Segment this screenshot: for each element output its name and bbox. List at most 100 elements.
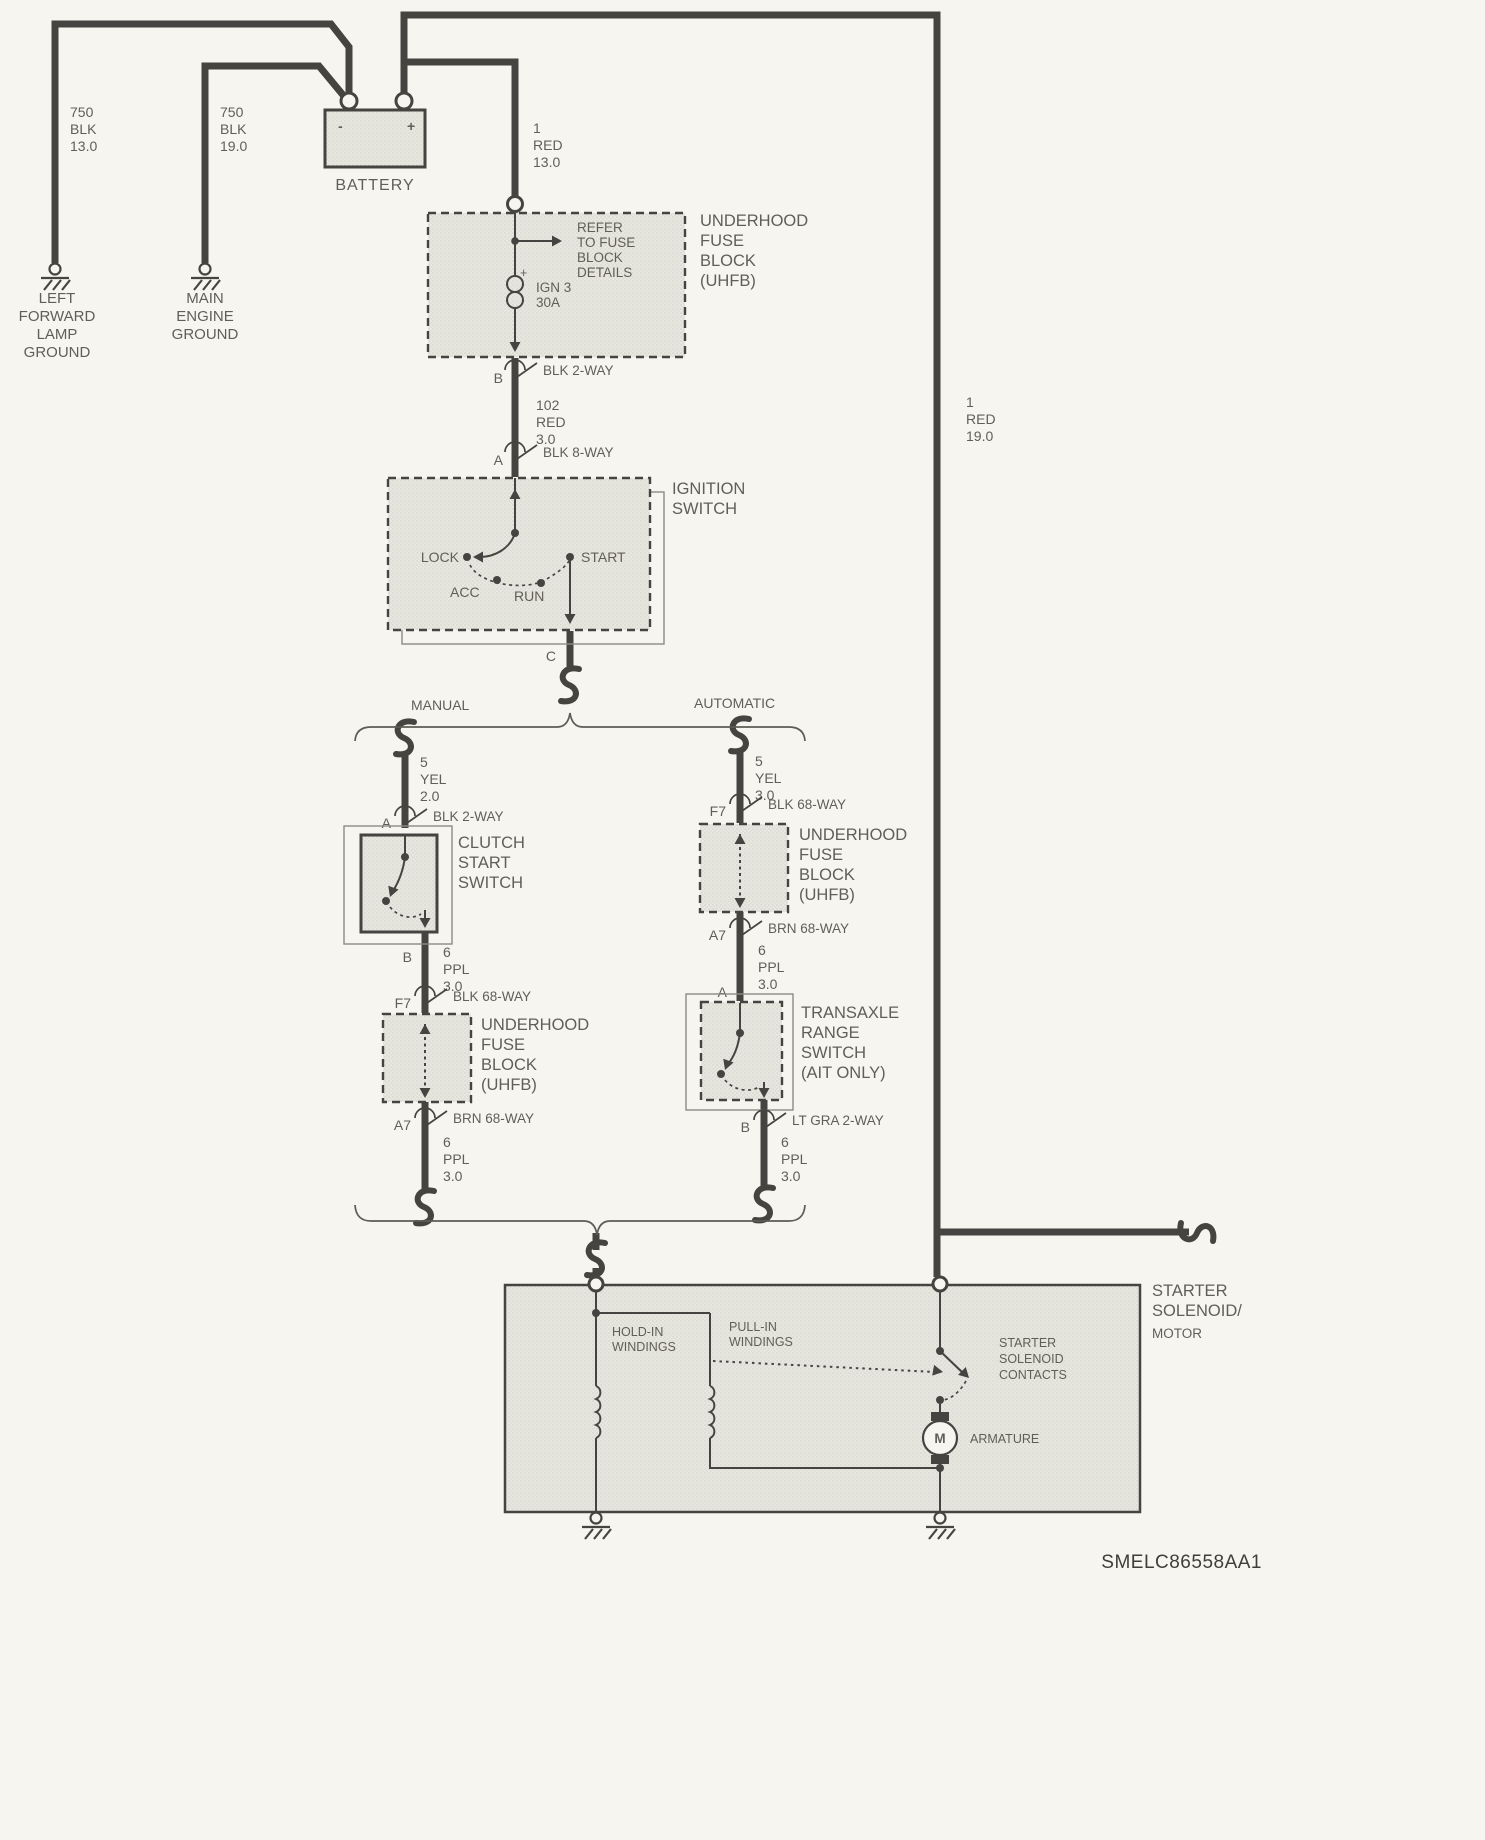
run-label: RUN [514,588,544,604]
clutch-lower-contact [382,897,390,905]
ignition-detent-arc [469,560,570,587]
connector-tick [741,920,763,936]
connector-label: BLK 68-WAY [453,989,531,1004]
connector-arc [394,805,416,817]
battery-negative-terminal [339,91,359,111]
transaxle-switch-frame [685,993,794,1111]
connector-tick [406,808,428,824]
connector-pin: B [494,370,503,386]
connector-tick [426,988,448,1004]
contacts-throw-arc [941,1380,967,1401]
contacts-arm [939,1350,964,1374]
fuse-block-top-box [426,211,687,359]
fuse-block-inline-connector [506,195,524,213]
connector-arc [414,985,436,997]
connector-pin-c: C [546,648,556,664]
connector-f7-manual: F7 BLK 68-WAY [395,985,531,1011]
wire-main-engine-ground [201,62,346,263]
split-bracket [354,712,806,742]
connector-label: BLK 8-WAY [543,445,614,460]
connector-pin: A [382,815,392,831]
connector-b-top: B BLK 2-WAY [494,359,614,386]
armature-label: ARMATURE [970,1432,1039,1446]
solenoid-linkage-dotted-line [712,1360,936,1373]
battery-positive-terminal [394,91,414,111]
battery: - + BATTERY [323,91,427,194]
motor-letter: M [934,1431,945,1446]
acc-position-dot [493,576,501,584]
hold-in-coil [593,1385,602,1439]
starter-left-terminal [587,1275,605,1293]
connector-pin: B [741,1119,750,1135]
connector-tick [516,362,538,378]
connector-pin: A7 [394,1117,411,1133]
uhfb-auto-box [698,822,790,914]
connector-a7-manual: A7 BRN 68-WAY [394,1107,534,1133]
transaxle-lower-contact [717,1070,725,1078]
connector-arc [504,441,526,453]
wire-left-lamp-ground [51,20,353,263]
ignition-arm [479,532,516,558]
manual-branch-label: MANUAL [411,697,470,713]
connector-tick [516,444,538,460]
battery-neg-sign: - [338,118,343,134]
battery-pos-sign: + [407,118,415,134]
merge-bracket [354,1204,806,1236]
connector-pin: A [494,452,504,468]
pull-in-coil [707,1385,716,1439]
connector-f7-auto: F7 BLK 68-WAY [710,793,846,819]
wire-battery-positive-main [400,11,941,1277]
diagram-code: SMELC86558AA1 [1101,1552,1262,1573]
clutch-switch-frame [343,825,453,945]
transaxle-throw-arc [724,1079,760,1091]
lock-label: LOCK [421,549,460,565]
connector-pin: F7 [395,995,412,1011]
starter-subtitle: MOTOR [1152,1326,1202,1341]
connector-tick [741,796,763,812]
fuse-plus-mark: + [520,266,527,280]
battery-label: BATTERY [335,177,414,194]
connector-label: LT GRA 2-WAY [792,1113,884,1128]
connector-pin-b-manual: B [403,949,412,965]
wire-battery-to-fuse-block [404,58,519,196]
connector-label: BLK 2-WAY [433,809,504,824]
armature-bottom-terminal [931,1455,949,1464]
acc-label: ACC [450,584,480,600]
connector-label: BRN 68-WAY [768,921,849,936]
battery-box [323,108,427,169]
connector-a7-auto: A7 BRN 68-WAY [709,917,849,943]
connector-pin-a-auto: A [718,984,728,1000]
connector-tick [426,1110,448,1126]
start-label: START [581,549,626,565]
connector-tick [765,1112,787,1128]
connector-arc [729,917,751,929]
